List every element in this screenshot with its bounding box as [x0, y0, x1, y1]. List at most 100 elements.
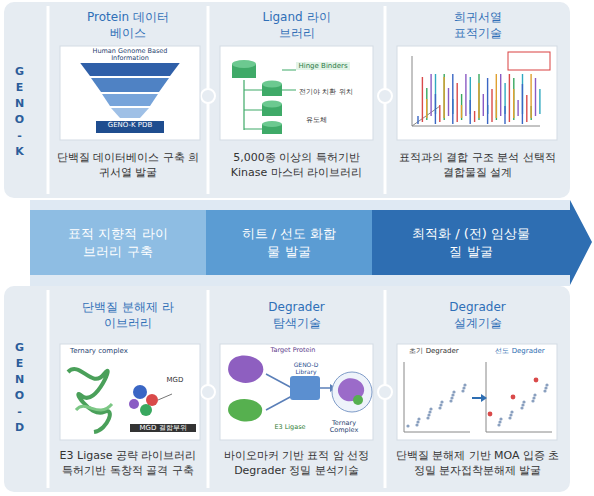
chart-bar	[417, 116, 418, 124]
molecule-atom	[146, 394, 158, 406]
stage-segment: 히트 / 선도 화합물 발굴	[206, 210, 372, 275]
chart-bar	[522, 84, 523, 124]
chart-dot	[463, 383, 466, 386]
illustration-label: Hinge Binders	[296, 62, 350, 70]
panel-body: 바이오마커 기반 표적 암 선정 Degrader 정밀 분석기술	[217, 448, 377, 479]
chart-bar	[426, 88, 427, 120]
chart-dot	[511, 395, 516, 400]
region-panel	[4, 2, 570, 198]
target-protein-blob	[228, 355, 263, 382]
illustration-label: 선도 Degrader	[488, 347, 552, 355]
chart-dots	[406, 378, 548, 428]
chart-dot	[462, 386, 465, 389]
puzzle-knob	[378, 89, 392, 103]
funnel-base	[96, 121, 164, 133]
chart-dot	[488, 412, 493, 417]
chart-bar	[500, 74, 501, 116]
chart-bar	[478, 83, 479, 118]
chart-dot	[428, 410, 431, 413]
illustration-label: 전기야 치환 위치	[296, 88, 356, 96]
image-box	[60, 46, 200, 140]
library-box	[290, 376, 320, 400]
illustration-label: Human Genome Based Information	[76, 48, 184, 63]
image-box	[220, 46, 373, 140]
arrow-line	[472, 397, 482, 399]
chart-bar	[435, 94, 436, 124]
chart-dot	[440, 400, 443, 403]
illustration-label: 유도체	[296, 116, 336, 124]
band-arrow-head	[372, 200, 592, 285]
illustration-label: 초기 Degrader	[402, 347, 466, 355]
band-segment	[30, 210, 206, 275]
chart-bar	[457, 83, 458, 122]
flow-lines	[266, 374, 292, 410]
image-box	[397, 46, 557, 140]
illustration-label: Target Protein	[264, 347, 322, 354]
chart-bar	[539, 89, 540, 114]
illustration-label: MGD	[160, 376, 190, 384]
complex-blob	[353, 395, 363, 405]
stage-label: 히트 / 선도 화합물 발굴	[241, 225, 337, 260]
puzzle-knob	[201, 89, 215, 103]
technology-panel: Degrader 설계기술단백질 분해제 기반 MOA 입증 초정밀 분자접착분…	[387, 288, 568, 490]
leader-line	[158, 394, 172, 400]
band-segment	[206, 210, 372, 275]
funnel-layer	[111, 108, 149, 118]
molecule-atom	[133, 385, 147, 399]
chart-bar	[517, 100, 518, 116]
technology-panel: 단백질 분해제 라이브러리E3 Ligase 공략 라이브러리 특허기반 독창적…	[50, 288, 206, 490]
chart-bar	[487, 78, 488, 124]
chart-dot	[427, 413, 430, 416]
complex-circle	[332, 372, 372, 412]
highlight-box	[508, 52, 550, 70]
chart-bar	[513, 89, 514, 118]
chart-dot	[522, 400, 525, 403]
chart-dot	[497, 423, 500, 426]
chart-dot	[450, 396, 453, 399]
chart-dot	[510, 410, 513, 413]
chart-bar	[465, 74, 466, 116]
chart-dot	[520, 406, 523, 409]
image-box	[220, 344, 373, 440]
funnel-layer	[91, 78, 169, 92]
stage-label: 최적화 / (전) 임상물질 발굴	[406, 225, 536, 260]
molecule-atom	[129, 399, 139, 409]
platform-region: GENO-KProtein 데이터베이스단백질 데이터베이스 구축 희귀서열 발…	[4, 2, 570, 198]
chart-bar	[470, 100, 471, 124]
panel-heading: 희귀서열 표적기술	[447, 10, 509, 41]
divider	[47, 6, 50, 194]
chart-dot	[438, 406, 441, 409]
chart-dot	[406, 424, 409, 427]
chart-bar	[483, 94, 484, 116]
chart-dot	[417, 417, 420, 420]
chart-bar	[422, 77, 423, 122]
chart-bar	[439, 105, 440, 122]
chart-dot	[449, 399, 452, 402]
chart-dot	[521, 403, 524, 406]
funnel-layer	[102, 94, 158, 106]
chart-bar	[535, 78, 536, 116]
molecule-atom	[140, 404, 152, 416]
chart-bar	[491, 89, 492, 122]
chart-dot	[415, 423, 418, 426]
chart-bar	[504, 106, 505, 124]
chart-bar	[530, 74, 531, 118]
chart-bar	[461, 105, 462, 118]
technology-panel: Degrader 탐색기술바이오마커 기반 표적 암 선정 Degrader 정…	[210, 288, 383, 490]
chart-axes	[404, 362, 552, 432]
technology-panel: Ligand 라이브러리5,000종 이상의 특허기반 Kinase 마스터 라…	[210, 4, 383, 196]
panel-heading: Ligand 라이브러리	[259, 10, 335, 41]
chart-bar	[443, 77, 444, 118]
chart-dot	[543, 389, 546, 392]
stage-segment: 최적화 / (전) 임상물질 발굴	[372, 210, 570, 275]
region-panel	[4, 286, 570, 492]
chart-dot	[498, 420, 501, 423]
panel-heading: Degrader 탐색기술	[261, 300, 333, 331]
protein-ribbon	[76, 404, 112, 410]
chart-bars	[418, 74, 540, 124]
chart-bar	[478, 74, 479, 120]
chart-dot	[532, 396, 535, 399]
e3-ligase-blob	[228, 399, 262, 421]
technology-panel: Protein 데이터베이스단백질 데이터베이스 구축 희귀서열 발굴	[50, 4, 206, 196]
